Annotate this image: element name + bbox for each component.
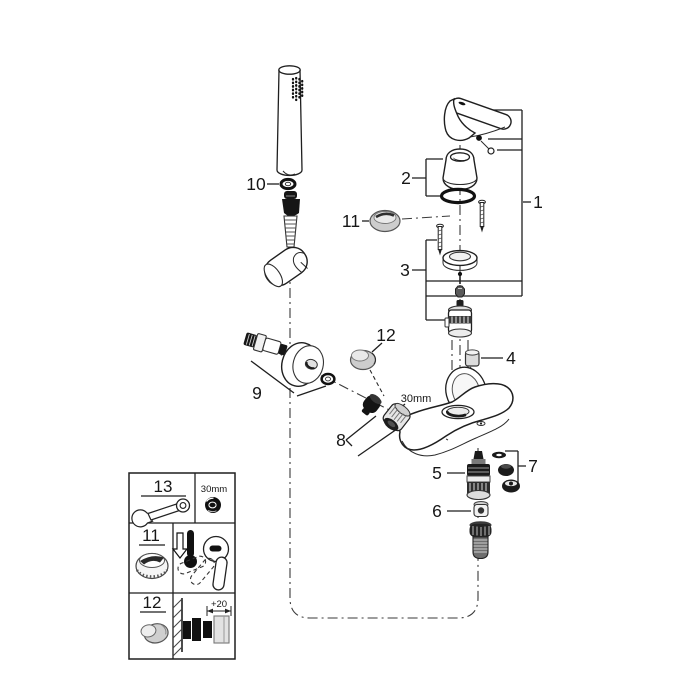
legend: 13 30mm 11	[128, 472, 236, 660]
aerator-cap-icon	[135, 552, 169, 580]
check-valve	[473, 501, 489, 518]
callout-3: 3	[400, 260, 410, 280]
handle-screw	[476, 135, 495, 155]
union-nut	[382, 402, 411, 432]
callout-10: 10	[246, 174, 266, 194]
o-ring	[439, 187, 477, 205]
union-washer	[320, 372, 336, 386]
callout-2: 2	[401, 168, 411, 188]
legend-12-number: 12	[143, 593, 162, 612]
escutcheon-ring	[442, 249, 478, 271]
callout-1: 1	[533, 192, 543, 212]
outlet-connector	[469, 521, 492, 560]
dome-cap	[442, 148, 478, 191]
thermometer-icon	[171, 530, 197, 568]
callout-4: 4	[506, 348, 516, 368]
legend-11-number: 11	[142, 526, 160, 545]
callout-7: 7	[528, 456, 538, 476]
s-union	[243, 332, 288, 356]
callout-8: 8	[336, 430, 346, 450]
stop-bushing	[464, 349, 480, 367]
mounting-screw-left	[436, 223, 444, 256]
mounting-screw-right	[478, 199, 486, 233]
callout-12: 12	[376, 325, 395, 345]
legend-13-number: 13	[154, 477, 173, 496]
hose-connector	[282, 191, 300, 248]
legend-extension-dim: +20	[211, 599, 227, 610]
spray-face-dots	[291, 76, 304, 102]
callout-6: 6	[432, 501, 442, 521]
cover-cap-11	[369, 209, 401, 233]
diverter-cartridge	[466, 451, 491, 501]
plug-cap-icon	[140, 623, 169, 644]
callout-5: 5	[432, 463, 442, 483]
plug-cap-12	[349, 349, 385, 397]
small-nut	[455, 285, 465, 298]
legend-13-size: 30mm	[201, 484, 227, 495]
callout-9: 9	[252, 383, 262, 403]
callout-labels: 10 11 2 1 3 12 4 9 30mm 8 5 7 6	[246, 168, 543, 521]
union-cap	[361, 394, 382, 416]
cartridge	[444, 300, 473, 338]
union-escutcheon-disc	[280, 342, 324, 388]
callout-30mm: 30mm	[401, 393, 432, 405]
shower-seal-washer	[279, 177, 297, 191]
handle-positions-icon	[177, 535, 230, 591]
faucet-body	[398, 366, 514, 457]
seal-kit-parts	[492, 451, 520, 493]
callout-brackets	[250, 109, 531, 512]
shower-wall-bracket	[263, 246, 308, 288]
wrench-icon	[131, 498, 191, 528]
set-screw	[457, 271, 463, 284]
callout-11: 11	[342, 211, 360, 231]
hose-routing-line	[289, 248, 479, 619]
wall-extension-icon: +20	[172, 598, 232, 657]
lever-handle	[443, 97, 512, 142]
hand-shower	[276, 65, 304, 177]
nut-icon	[205, 497, 221, 513]
